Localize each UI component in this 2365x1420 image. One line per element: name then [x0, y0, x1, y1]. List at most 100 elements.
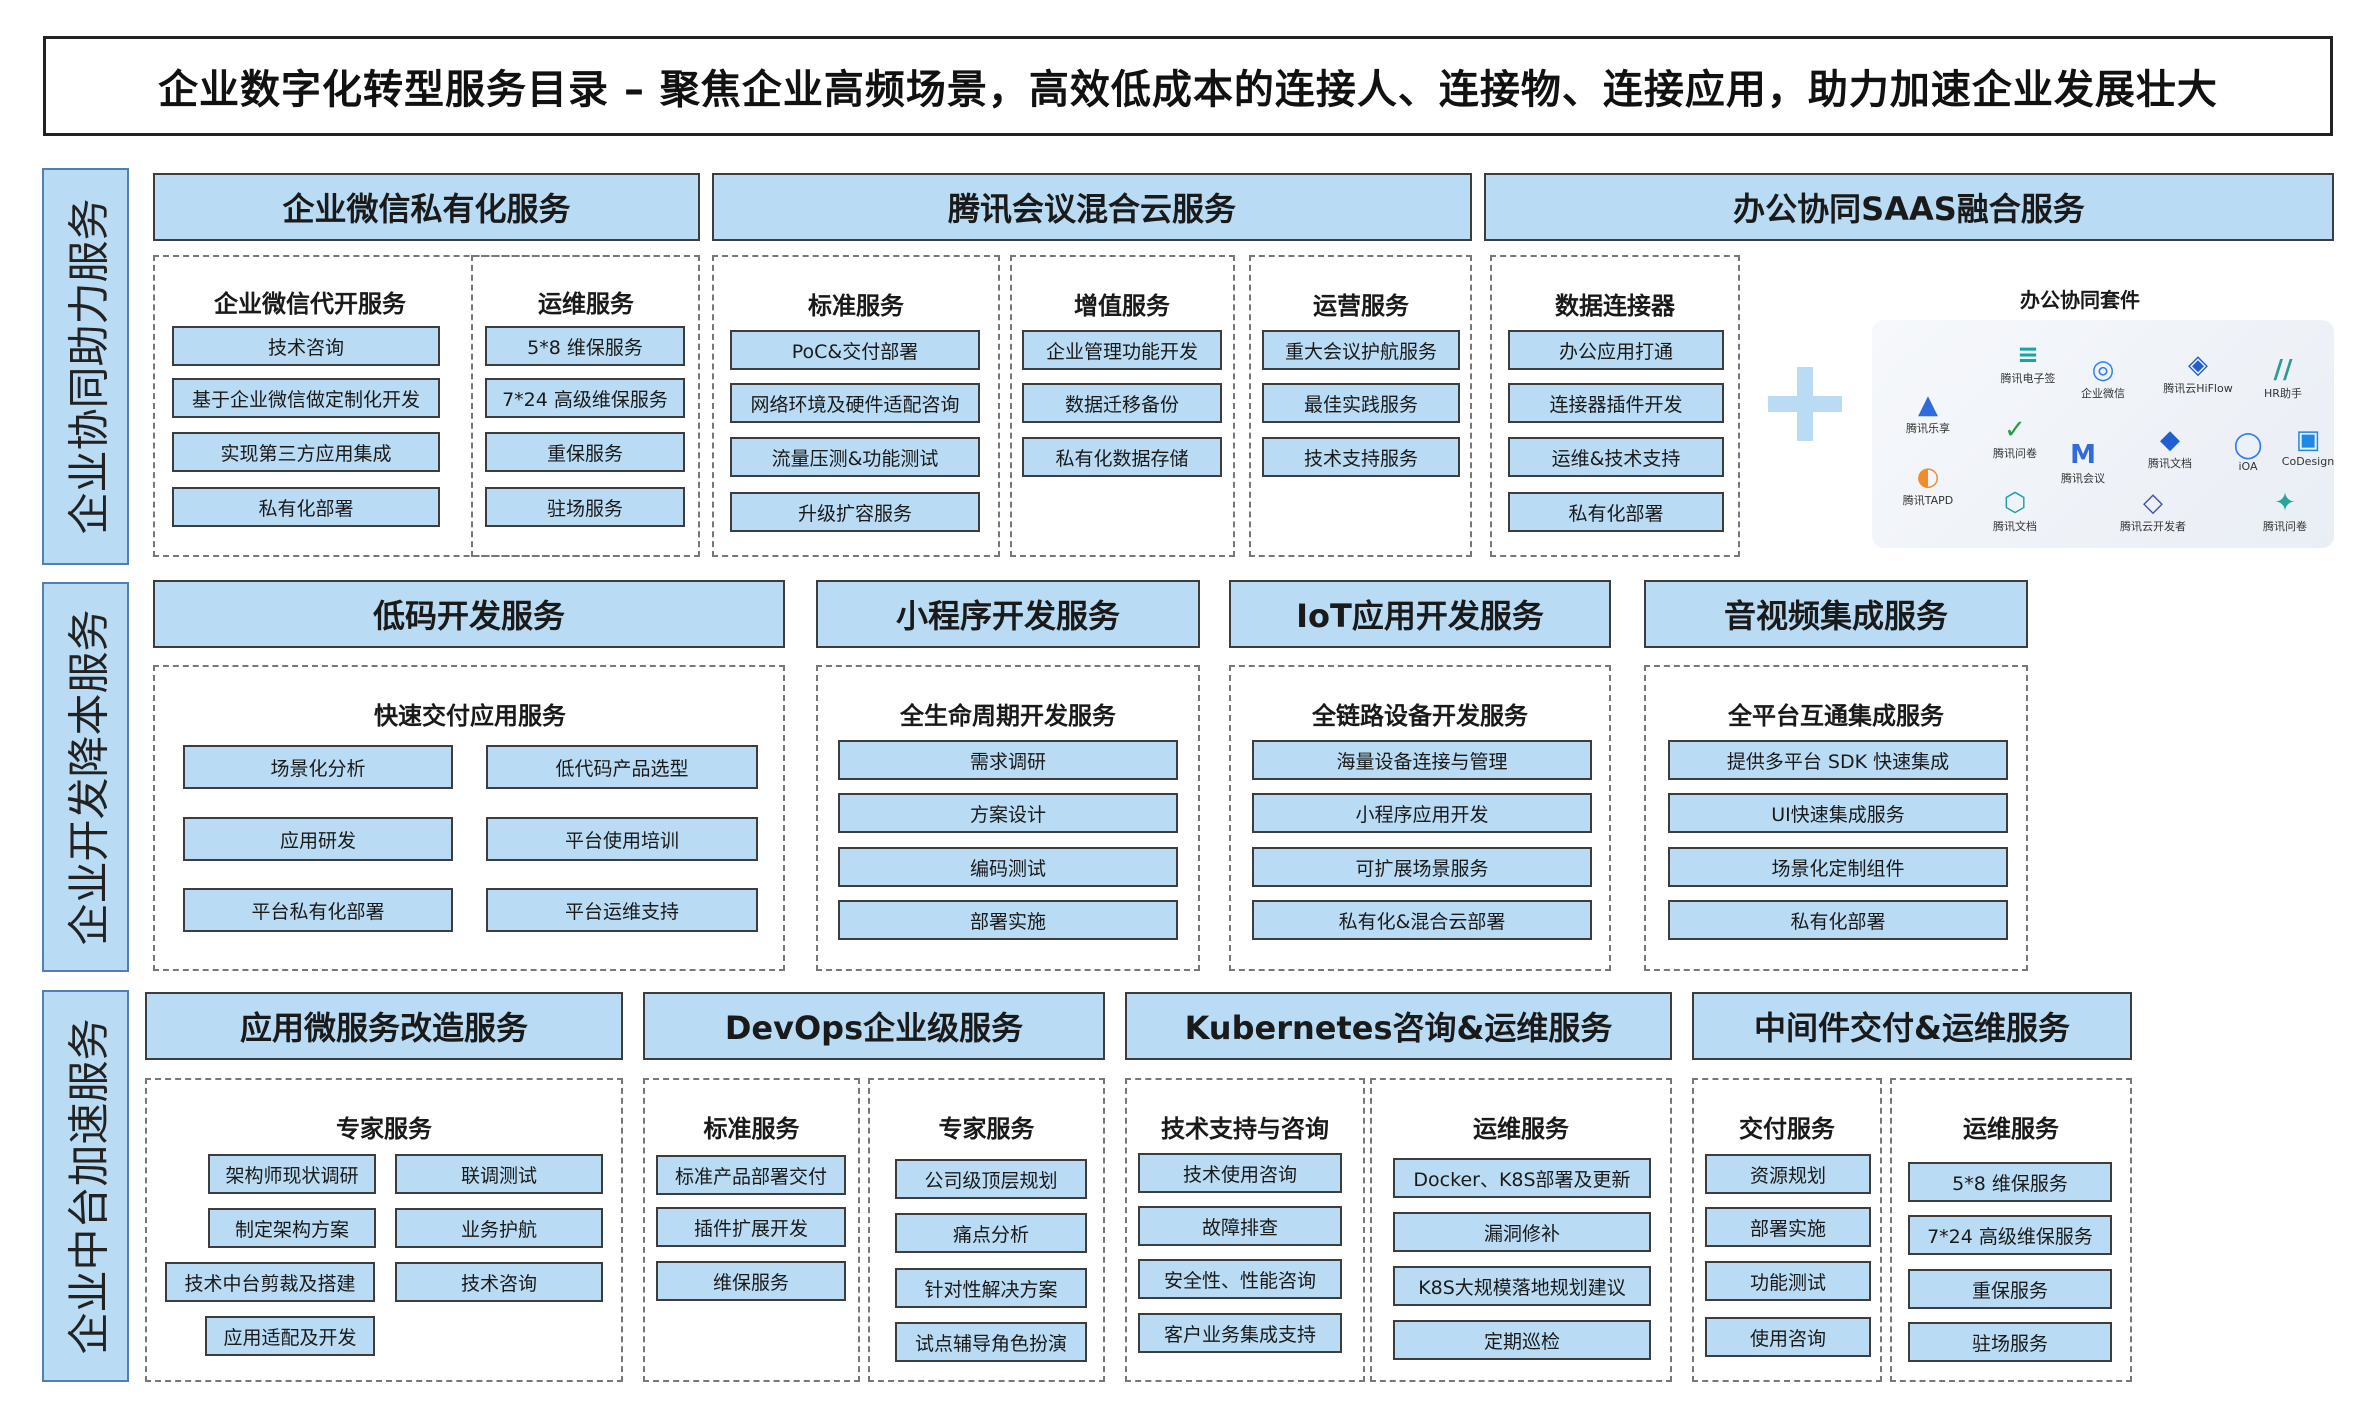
group-box	[1370, 1078, 1672, 1382]
group-title: 全生命周期开发服务	[900, 701, 1116, 730]
service-item[interactable]: 编码测试	[838, 847, 1178, 887]
group-box	[153, 665, 785, 971]
service-item[interactable]: 维保服务	[656, 1261, 846, 1301]
service-item[interactable]: Docker、K8S部署及更新	[1393, 1158, 1651, 1198]
app-icon: ◐	[1916, 462, 1940, 492]
service-item[interactable]: 漏洞修补	[1393, 1212, 1651, 1252]
service-item[interactable]: 试点辅导角色扮演	[895, 1322, 1087, 1362]
service-item[interactable]: 私有化&混合云部署	[1252, 900, 1592, 940]
service-item[interactable]: 流量压测&功能测试	[730, 437, 980, 477]
service-item[interactable]: 7*24 高级维保服务	[485, 378, 685, 418]
service-item[interactable]: 资源规划	[1705, 1154, 1871, 1194]
group-box	[816, 665, 1200, 971]
group-box	[712, 255, 1000, 557]
service-item[interactable]: 插件扩展开发	[656, 1207, 846, 1247]
service-item[interactable]: 私有化部署	[1508, 492, 1724, 532]
app-icon: M	[2070, 440, 2096, 470]
section-header-microservice: 应用微服务改造服务	[145, 992, 623, 1060]
service-item[interactable]: 应用适配及开发	[205, 1316, 375, 1356]
service-item[interactable]: 连接器插件开发	[1508, 383, 1724, 423]
service-item[interactable]: UI快速集成服务	[1668, 793, 2008, 833]
service-item[interactable]: 私有化部署	[172, 487, 440, 527]
service-item[interactable]: 运维&技术支持	[1508, 437, 1724, 477]
service-item[interactable]: 技术咨询	[172, 326, 440, 366]
service-item[interactable]: 业务护航	[395, 1208, 603, 1248]
app-icon: ▣	[2295, 425, 2321, 455]
service-item[interactable]: 公司级顶层规划	[895, 1159, 1087, 1199]
service-item[interactable]: 驻场服务	[1908, 1322, 2112, 1362]
service-item[interactable]: 数据迁移备份	[1022, 383, 1222, 423]
service-item[interactable]: 7*24 高级维保服务	[1908, 1215, 2112, 1255]
group-box	[471, 255, 700, 557]
app-label: 腾讯乐享	[1906, 422, 1950, 435]
group-title: 标准服务	[808, 291, 904, 320]
service-item[interactable]: 痛点分析	[895, 1213, 1087, 1253]
group-box	[1692, 1078, 1882, 1382]
service-item[interactable]: 升级扩容服务	[730, 492, 980, 532]
row-label-row2: 企业开发降本服务	[42, 582, 129, 972]
service-item[interactable]: 基于企业微信做定制化开发	[172, 378, 440, 418]
section-header-middleware: 中间件交付&运维服务	[1692, 992, 2132, 1060]
service-item[interactable]: 场景化定制组件	[1668, 847, 2008, 887]
service-item[interactable]: 平台使用培训	[486, 817, 758, 861]
service-item[interactable]: 部署实施	[838, 900, 1178, 940]
service-item[interactable]: 技术中台剪裁及搭建	[165, 1262, 375, 1302]
service-item[interactable]: 网络环境及硬件适配咨询	[730, 383, 980, 423]
service-item[interactable]: 5*8 维保服务	[1908, 1162, 2112, 1202]
service-item[interactable]: 重大会议护航服务	[1262, 330, 1460, 370]
service-item[interactable]: 企业管理功能开发	[1022, 330, 1222, 370]
service-item[interactable]: K8S大规模落地规划建议	[1393, 1266, 1651, 1306]
service-item[interactable]: 定期巡检	[1393, 1320, 1651, 1360]
service-item[interactable]: 安全性、性能咨询	[1138, 1259, 1342, 1299]
service-item[interactable]: 需求调研	[838, 740, 1178, 780]
service-item[interactable]: 技术使用咨询	[1138, 1153, 1342, 1193]
service-item[interactable]: 技术咨询	[395, 1262, 603, 1302]
service-item[interactable]: 场景化分析	[183, 745, 453, 789]
section-header-lowcode: 低码开发服务	[153, 580, 785, 648]
service-item[interactable]: 重保服务	[1908, 1269, 2112, 1309]
service-item[interactable]: 方案设计	[838, 793, 1178, 833]
service-item[interactable]: 私有化部署	[1668, 900, 2008, 940]
group-title: 技术支持与咨询	[1161, 1114, 1329, 1143]
service-item[interactable]: 5*8 维保服务	[485, 326, 685, 366]
service-item[interactable]: 低代码产品选型	[486, 745, 758, 789]
service-item[interactable]: 技术支持服务	[1262, 437, 1460, 477]
service-item[interactable]: 制定架构方案	[208, 1208, 376, 1248]
service-item[interactable]: 私有化数据存储	[1022, 437, 1222, 477]
service-item[interactable]: 海量设备连接与管理	[1252, 740, 1592, 780]
service-item[interactable]: 故障排查	[1138, 1206, 1342, 1246]
service-item[interactable]: 小程序应用开发	[1252, 793, 1592, 833]
row-label-text: 企业中台加速服务	[64, 1017, 114, 1355]
service-item[interactable]: 联调测试	[395, 1154, 603, 1194]
service-item[interactable]: 标准产品部署交付	[656, 1155, 846, 1195]
service-item[interactable]: 针对性解决方案	[895, 1268, 1087, 1308]
service-item[interactable]: 架构师现状调研	[208, 1154, 376, 1194]
app-icon: ✦	[2274, 488, 2296, 518]
app-label: iOA	[2238, 460, 2258, 473]
service-item[interactable]: 实现第三方应用集成	[172, 432, 440, 472]
app-icon: ⬡	[2003, 488, 2027, 518]
service-item[interactable]: 平台私有化部署	[183, 888, 453, 932]
service-item[interactable]: 平台运维支持	[486, 888, 758, 932]
service-item[interactable]: PoC&交付部署	[730, 330, 980, 370]
service-item[interactable]: 最佳实践服务	[1262, 383, 1460, 423]
app-label: 腾讯云HiFlow	[2163, 382, 2233, 395]
service-item[interactable]: 驻场服务	[485, 487, 685, 527]
service-item[interactable]: 办公应用打通	[1508, 330, 1724, 370]
app-icon: ≡	[2017, 340, 2039, 370]
service-item[interactable]: 功能测试	[1705, 1261, 1871, 1301]
service-item[interactable]: 提供多平台 SDK 快速集成	[1668, 740, 2008, 780]
service-item[interactable]: 部署实施	[1705, 1207, 1871, 1247]
service-item[interactable]: 应用研发	[183, 817, 453, 861]
group-box	[1249, 255, 1472, 557]
row-label-text: 企业协同助力服务	[64, 198, 114, 535]
service-item[interactable]: 客户业务集成支持	[1138, 1313, 1342, 1353]
section-header-meeting: 腾讯会议混合云服务	[712, 173, 1472, 241]
app-icon: ◯	[2233, 430, 2263, 460]
app-icon: ◈	[2188, 350, 2208, 380]
suite-panel	[1872, 320, 2334, 548]
service-item[interactable]: 可扩展场景服务	[1252, 847, 1592, 887]
service-item[interactable]: 使用咨询	[1705, 1317, 1871, 1357]
service-item[interactable]: 重保服务	[485, 432, 685, 472]
group-box	[1010, 255, 1235, 557]
